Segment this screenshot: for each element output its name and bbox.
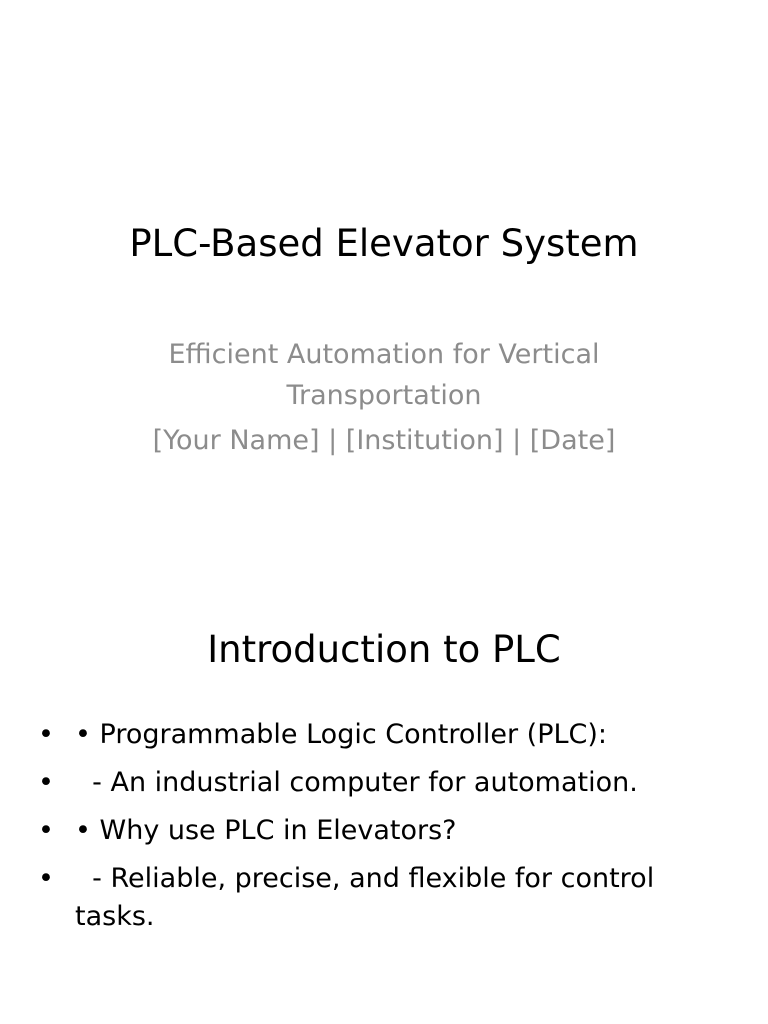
slide-heading: Introduction to PLC [207, 628, 561, 671]
bullet-icon: • [38, 767, 54, 798]
list-item-text: - Reliable, precise, and flexible for co… [75, 863, 663, 932]
list-item-text: • Why use PLC in Elevators? [75, 815, 457, 846]
subtitle-block: Efficient Automation for Vertical Transp… [120, 334, 648, 461]
slide-title: PLC-Based Elevator System [129, 222, 639, 265]
bullet-icon: • [38, 815, 54, 846]
list-item: • • Programmable Logic Controller (PLC): [38, 716, 698, 754]
bullet-icon: • [38, 863, 54, 894]
list-item: • - An industrial computer for automatio… [38, 764, 698, 802]
list-item: • • Why use PLC in Elevators? [38, 812, 698, 850]
bullet-list: • • Programmable Logic Controller (PLC):… [38, 716, 698, 946]
intro-slide: Introduction to PLC • • Programmable Log… [0, 576, 768, 1024]
title-slide: PLC-Based Elevator System Efficient Auto… [120, 222, 648, 461]
slide-byline: [Your Name] | [Institution] | [Date] [152, 425, 616, 456]
list-item: • - Reliable, precise, and flexible for … [38, 860, 698, 936]
list-item-text: • Programmable Logic Controller (PLC): [75, 719, 607, 750]
bullet-icon: • [38, 719, 54, 750]
slide-subtitle: Efficient Automation for Vertical Transp… [168, 339, 600, 411]
list-item-text: - An industrial computer for automation. [75, 767, 638, 798]
